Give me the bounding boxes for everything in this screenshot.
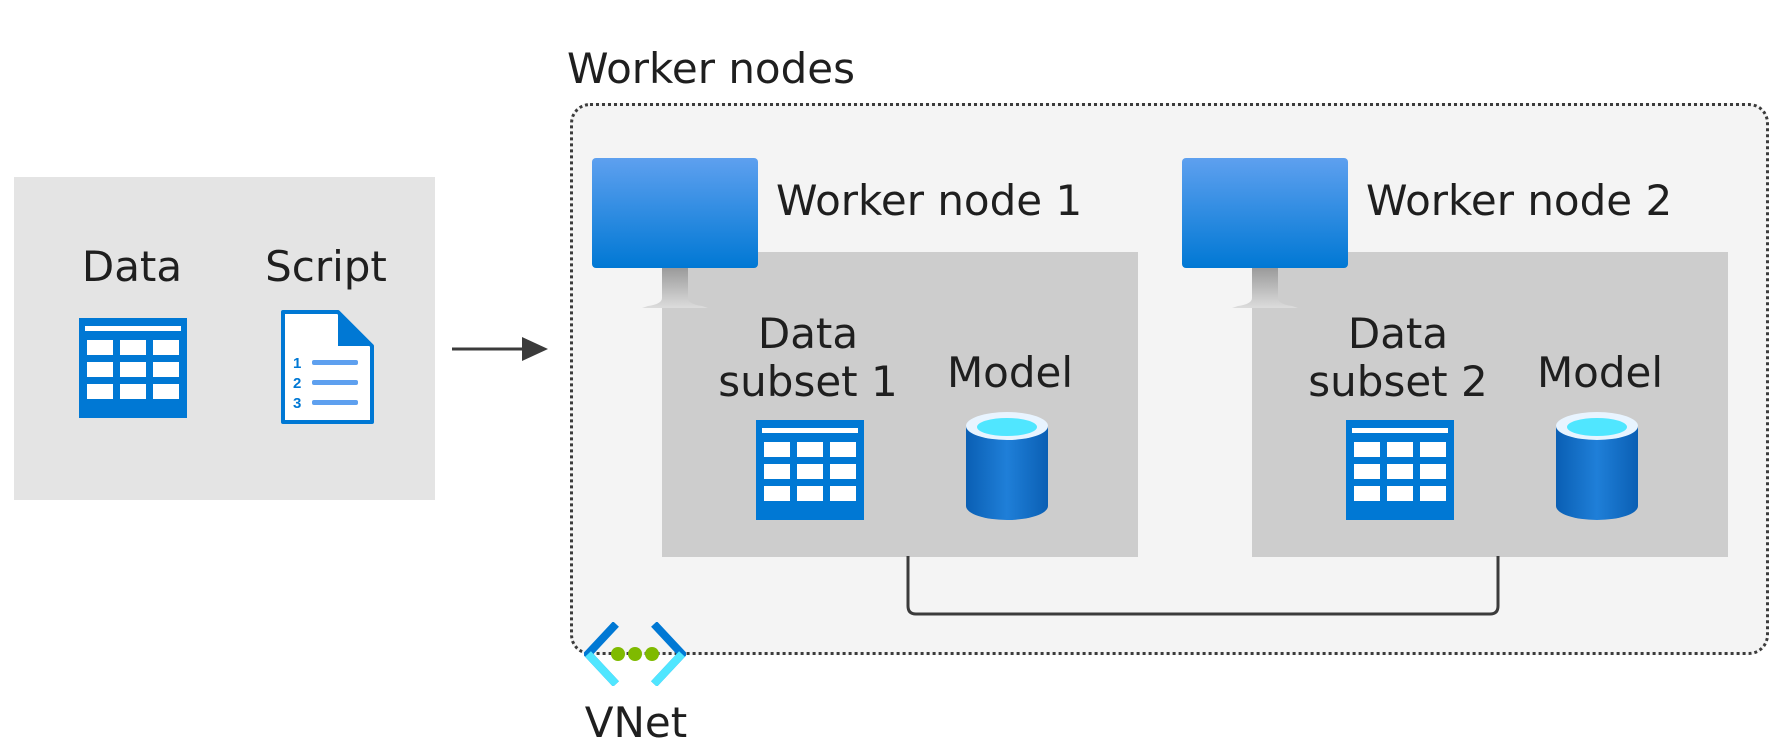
model-2-label: Model xyxy=(1536,348,1664,397)
worker-node-2-panel xyxy=(1252,252,1728,557)
model-1-label: Model xyxy=(946,348,1074,397)
worker-node-1-title: Worker node 1 xyxy=(776,176,1083,225)
worker-node-2-title: Worker node 2 xyxy=(1366,176,1673,225)
data-subset-2-line2: subset 2 xyxy=(1308,357,1488,406)
script-label: Script xyxy=(265,242,387,291)
cluster-title: Worker nodes xyxy=(567,44,856,93)
database-icon xyxy=(1556,412,1638,520)
virtual-machine-icon xyxy=(592,158,758,308)
table-icon xyxy=(1346,420,1454,520)
svg-text:3: 3 xyxy=(293,395,301,412)
node-connector-line xyxy=(906,556,1500,618)
vnet-label: VNet xyxy=(584,698,688,747)
svg-text:1: 1 xyxy=(293,355,301,372)
data-subset-2-line1: Data xyxy=(1347,309,1449,358)
svg-text:2: 2 xyxy=(293,375,301,392)
table-icon xyxy=(79,318,187,418)
data-label: Data xyxy=(81,242,183,291)
script-document-icon: 1 2 3 xyxy=(280,310,374,425)
database-icon xyxy=(966,412,1048,520)
arrow-right-icon xyxy=(452,333,550,365)
data-subset-1-line1: Data xyxy=(757,309,859,358)
table-icon xyxy=(756,420,864,520)
virtual-machine-icon xyxy=(1182,158,1348,308)
worker-node-1-panel xyxy=(662,252,1138,557)
data-subset-1-line2: subset 1 xyxy=(718,357,898,406)
vnet-icon xyxy=(584,622,686,686)
